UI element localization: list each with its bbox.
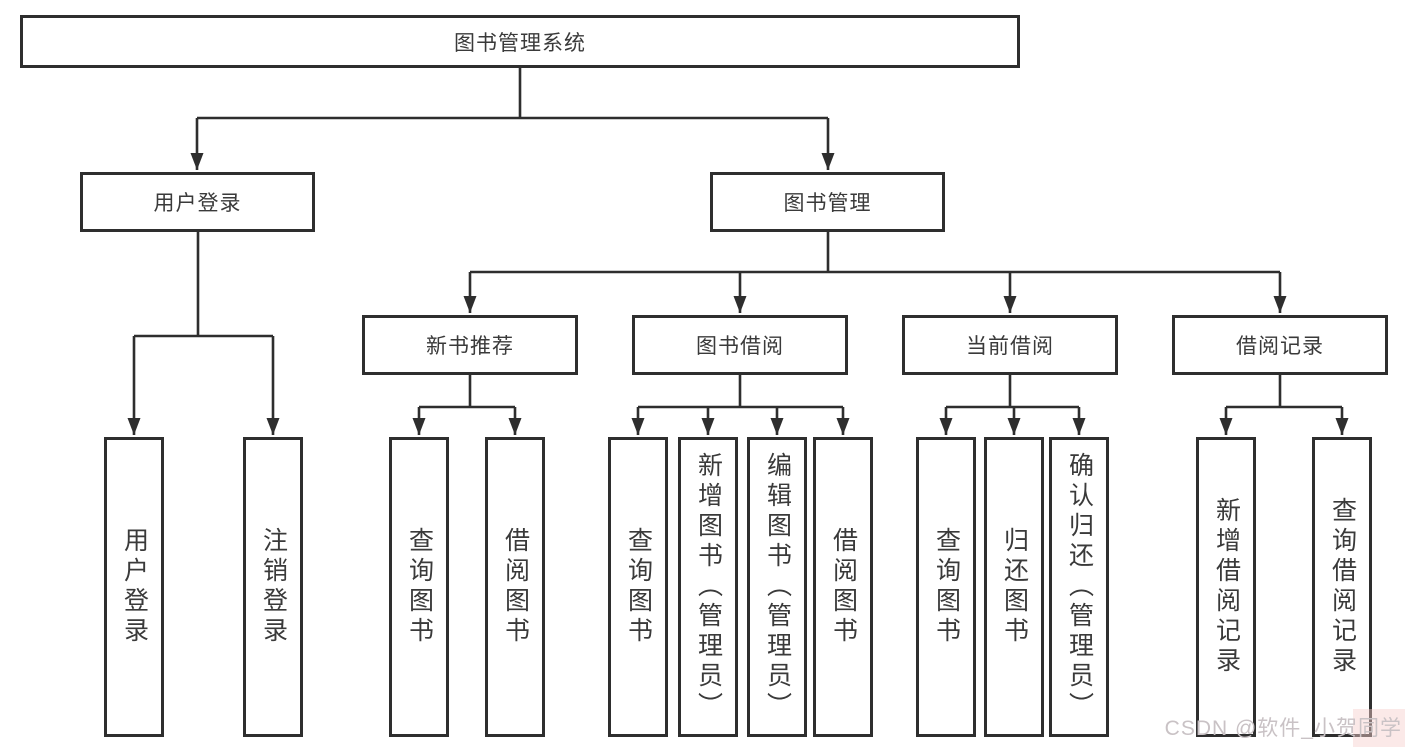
node-new-book-recommendation: 新书推荐 bbox=[362, 315, 578, 375]
leaf-rec-query-books: 查询图书 bbox=[389, 437, 449, 737]
leaf-logout: 注销登录 bbox=[243, 437, 303, 737]
connector-current-borrow-trunk bbox=[946, 375, 1079, 409]
leaf-bb-query-books: 查询图书 bbox=[608, 437, 668, 737]
node-library-management-system: 图书管理系统 bbox=[20, 15, 1020, 68]
leaf-bb-edit-books-admin: 编辑图书（管理员） bbox=[747, 437, 807, 737]
csdn-watermark: CSDN @软件_小贺同学 bbox=[1164, 717, 1402, 740]
connector-user-login-trunk bbox=[134, 232, 273, 338]
leaf-cb-query-books: 查询图书 bbox=[916, 437, 976, 737]
leaf-cb-return-books: 归还图书 bbox=[984, 437, 1044, 737]
leaf-br-query-record: 查询借阅记录 bbox=[1312, 437, 1372, 737]
leaf-br-add-record: 新增借阅记录 bbox=[1196, 437, 1256, 737]
connector-new-book-rec-trunk bbox=[419, 375, 515, 409]
connector-borrow-records-trunk bbox=[1226, 375, 1342, 409]
leaf-rec-borrow-books: 借阅图书 bbox=[485, 437, 545, 737]
node-user-login: 用户登录 bbox=[80, 172, 315, 232]
connector-book-mgmt-trunk bbox=[470, 232, 1280, 274]
connector-root-trunk bbox=[197, 68, 828, 120]
leaf-bb-borrow-books: 借阅图书 bbox=[813, 437, 873, 737]
node-book-management: 图书管理 bbox=[710, 172, 945, 232]
leaf-cb-confirm-return-admin: 确认归还（管理员） bbox=[1049, 437, 1109, 737]
node-book-borrowing: 图书借阅 bbox=[632, 315, 848, 375]
node-current-borrowing: 当前借阅 bbox=[902, 315, 1118, 375]
leaf-bb-add-books-admin: 新增图书（管理员） bbox=[678, 437, 738, 737]
connector-book-borrow-trunk bbox=[638, 375, 843, 409]
node-borrowing-records: 借阅记录 bbox=[1172, 315, 1388, 375]
leaf-user-login: 用户登录 bbox=[104, 437, 164, 737]
